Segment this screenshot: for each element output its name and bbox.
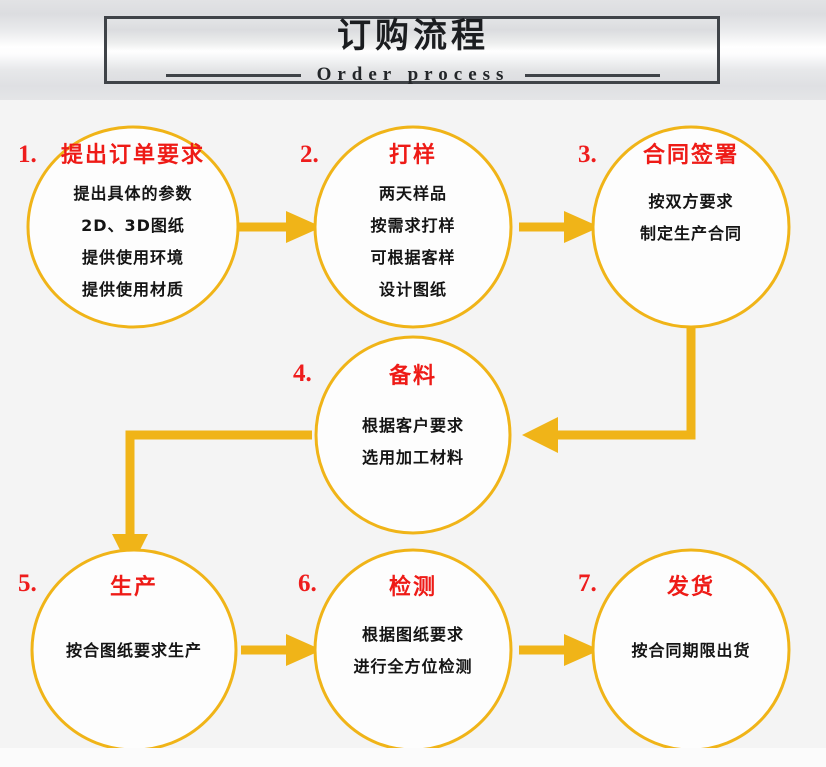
arrow-step5-to-step6 xyxy=(241,634,322,666)
step-3-number: 3. xyxy=(578,141,597,168)
step-1-line-2: 2D、3D图纸 xyxy=(81,216,185,235)
step-3-circle[interactable] xyxy=(591,125,791,329)
arrow-step3-to-step4 xyxy=(522,326,696,453)
step-6-line-1: 根据图纸要求 xyxy=(362,625,464,644)
step-7-line-1: 按合同期限出货 xyxy=(631,641,750,660)
step-1-circle[interactable] xyxy=(26,125,240,329)
page-subtitle: Order process xyxy=(316,64,510,85)
step-2-line-2: 按需求打样 xyxy=(370,216,455,235)
subtitle-row: Order process xyxy=(0,62,826,88)
step-node-6[interactable]: 6. 检测 根据图纸要求 进行全方位检测 xyxy=(298,548,513,752)
step-2-line-1: 两天样品 xyxy=(379,184,447,203)
step-7-number: 7. xyxy=(578,570,597,597)
step-1-title: 提出订单要求 xyxy=(61,142,205,168)
step-6-number: 6. xyxy=(298,570,317,597)
step-6-line-2: 进行全方位检测 xyxy=(353,657,472,676)
step-1-line-3: 提供使用环境 xyxy=(82,248,184,267)
step-1-line-4: 提供使用材质 xyxy=(82,280,184,299)
step-6-title: 检测 xyxy=(389,574,437,600)
header-band: 订购流程 Order process xyxy=(0,0,826,100)
step-5-line-1: 按合图纸要求生产 xyxy=(66,641,202,660)
page-title: 订购流程 xyxy=(337,16,489,56)
step-4-line-1: 根据客户要求 xyxy=(362,416,464,435)
step-2-number: 2. xyxy=(300,141,319,168)
footer-strip xyxy=(0,748,826,767)
step-5-title: 生产 xyxy=(110,575,158,600)
arrow-step2-to-step3 xyxy=(519,211,600,243)
step-node-3[interactable]: 3. 合同签署 按双方要求 制定生产合同 xyxy=(578,125,791,329)
rule-right-divider xyxy=(525,73,661,77)
step-4-circle[interactable] xyxy=(314,335,512,535)
step-4-title: 备料 xyxy=(388,363,437,389)
arrow-step6-to-step7 xyxy=(519,634,600,666)
step-7-title: 发货 xyxy=(666,574,715,600)
step-3-line-1: 按双方要求 xyxy=(648,192,733,211)
step-4-number: 4. xyxy=(293,360,312,387)
step-node-4[interactable]: 4. 备料 根据客户要求 选用加工材料 xyxy=(293,335,512,535)
step-node-5[interactable]: 5. 生产 按合图纸要求生产 xyxy=(18,548,238,752)
step-3-line-2: 制定生产合同 xyxy=(640,224,742,243)
step-4-line-2: 选用加工材料 xyxy=(362,448,464,467)
header-frame xyxy=(104,16,720,84)
step-2-line-3: 可根据客样 xyxy=(370,248,455,267)
step-node-1[interactable]: 1. 提出订单要求 提出具体的参数 2D、3D图纸 提供使用环境 提供使用材质 xyxy=(18,125,240,329)
step-1-line-1: 提出具体的参数 xyxy=(73,184,192,203)
rule-left-divider xyxy=(165,73,301,77)
step-2-circle[interactable] xyxy=(313,125,513,329)
step-2-title: 打样 xyxy=(389,142,437,168)
step-1-number: 1. xyxy=(18,141,37,168)
step-node-2[interactable]: 2. 打样 两天样品 按需求打样 可根据客样 设计图纸 xyxy=(300,125,513,329)
step-3-title: 合同签署 xyxy=(643,142,739,168)
step-2-line-4: 设计图纸 xyxy=(379,280,447,299)
flow-diagram: 1. 提出订单要求 提出具体的参数 2D、3D图纸 提供使用环境 提供使用材质 … xyxy=(18,125,791,752)
step-node-7[interactable]: 7. 发货 按合同期限出货 xyxy=(578,548,791,752)
arrow-step1-to-step2 xyxy=(238,211,322,243)
step-5-number: 5. xyxy=(18,570,37,597)
